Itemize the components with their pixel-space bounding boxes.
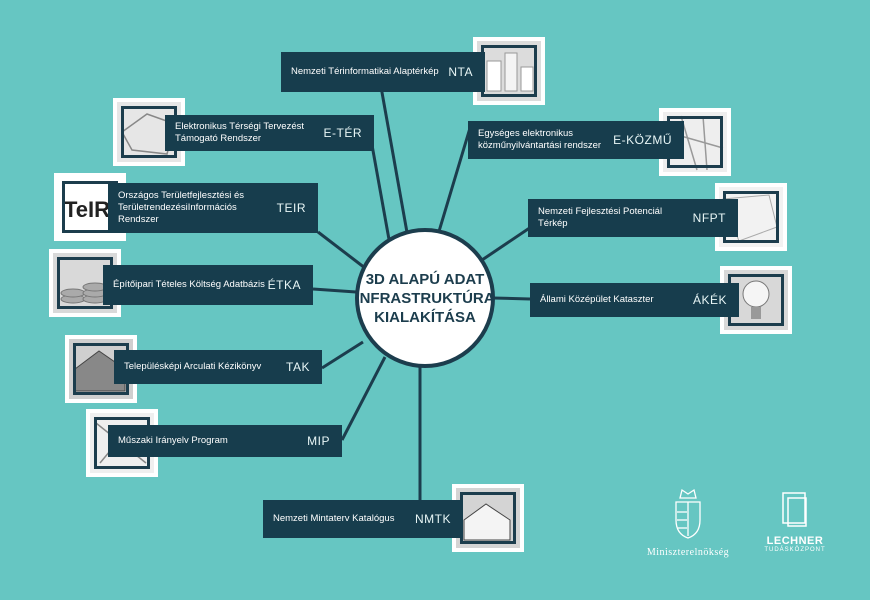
teir-logo-icon: TeIR [64,197,110,222]
node-etka[interactable]: Építőipari Tételes Költség Adatbázis ÉTK… [103,265,313,305]
svg-text:TeIR: TeIR [64,197,110,222]
node-teir-abbr: TEIR [276,201,306,215]
lechner-logo: LECHNER TUDÁSKÖZPONT [760,490,830,553]
node-nfpt[interactable]: Nemzeti Fejlesztési Potenciál Térkép NFP… [528,199,738,237]
node-akek-name: Állami Középület Kataszter [540,294,654,305]
nmtk-thumbnail [452,484,524,552]
node-nmtk-abbr: NMTK [415,512,451,526]
hub-title: 3D ALAPÚ ADAT INFRASTRUKTÚRA KIALAKÍTÁSA [355,270,495,326]
node-nta-name: Nemzeti Térinformatikai Alaptérkép [291,66,439,77]
city-3d-icon [486,52,534,92]
node-mip-abbr: MIP [307,434,330,448]
node-nfpt-name: Nemzeti Fejlesztési Potenciál Térkép [538,206,663,229]
node-nfpt-abbr: NFPT [692,211,726,225]
node-nmtk-name: Nemzeti Mintaterv Katalógus [273,513,395,524]
house-photo-icon [463,503,511,541]
node-ekozmu[interactable]: Egységes elektronikus közműnyilvántartás… [468,121,684,159]
node-teir[interactable]: Országos Területfejlesztési és Területre… [108,183,318,233]
node-akek-abbr: ÁKÉK [692,293,727,307]
node-eter[interactable]: Elektronikus Térségi Tervezést Támogató … [165,115,374,151]
central-hub: 3D ALAPÚ ADAT INFRASTRUKTÚRA KIALAKÍTÁSA [355,228,495,368]
node-akek[interactable]: Állami Középület Kataszter ÁKÉK [530,283,739,317]
node-tak-abbr: TAK [286,360,310,374]
node-tak[interactable]: Településképi Arculati Kézikönyv TAK [114,350,322,384]
ministry-logo: Miniszterelnökség [628,486,748,558]
node-eter-name: Elektronikus Térségi Tervezést Támogató … [175,121,305,144]
node-etka-abbr: ÉTKA [267,278,301,292]
ministry-label: Miniszterelnökség [646,547,730,558]
node-nmtk[interactable]: Nemzeti Mintaterv Katalógus NMTK [263,500,463,538]
node-ekozmu-name: Egységes elektronikus közműnyilvántartás… [478,128,602,151]
node-teir-name: Országos Területfejlesztési és Területre… [118,190,245,225]
coat-of-arms-icon [675,488,701,539]
lechner-mark-icon [782,492,807,527]
node-mip-name: Műszaki Irányelv Program [118,435,228,446]
lechner-sublabel: TUDÁSKÖZPONT [764,547,826,553]
lechner-label: LECHNER [766,535,824,547]
node-nta[interactable]: Nemzeti Térinformatikai Alaptérkép NTA [281,52,485,92]
node-etka-name: Építőipari Tételes Költség Adatbázis [113,279,265,290]
lightbulb-icon [742,280,770,319]
node-eter-abbr: E-TÉR [323,126,362,140]
coins-icon [60,282,108,304]
node-nta-abbr: NTA [448,65,473,79]
etka-thumbnail [49,249,121,317]
node-mip[interactable]: Műszaki Irányelv Program MIP [108,425,342,457]
node-tak-name: Településképi Arculati Kézikönyv [124,361,262,372]
node-ekozmu-abbr: E-KÖZMŰ [613,133,672,147]
